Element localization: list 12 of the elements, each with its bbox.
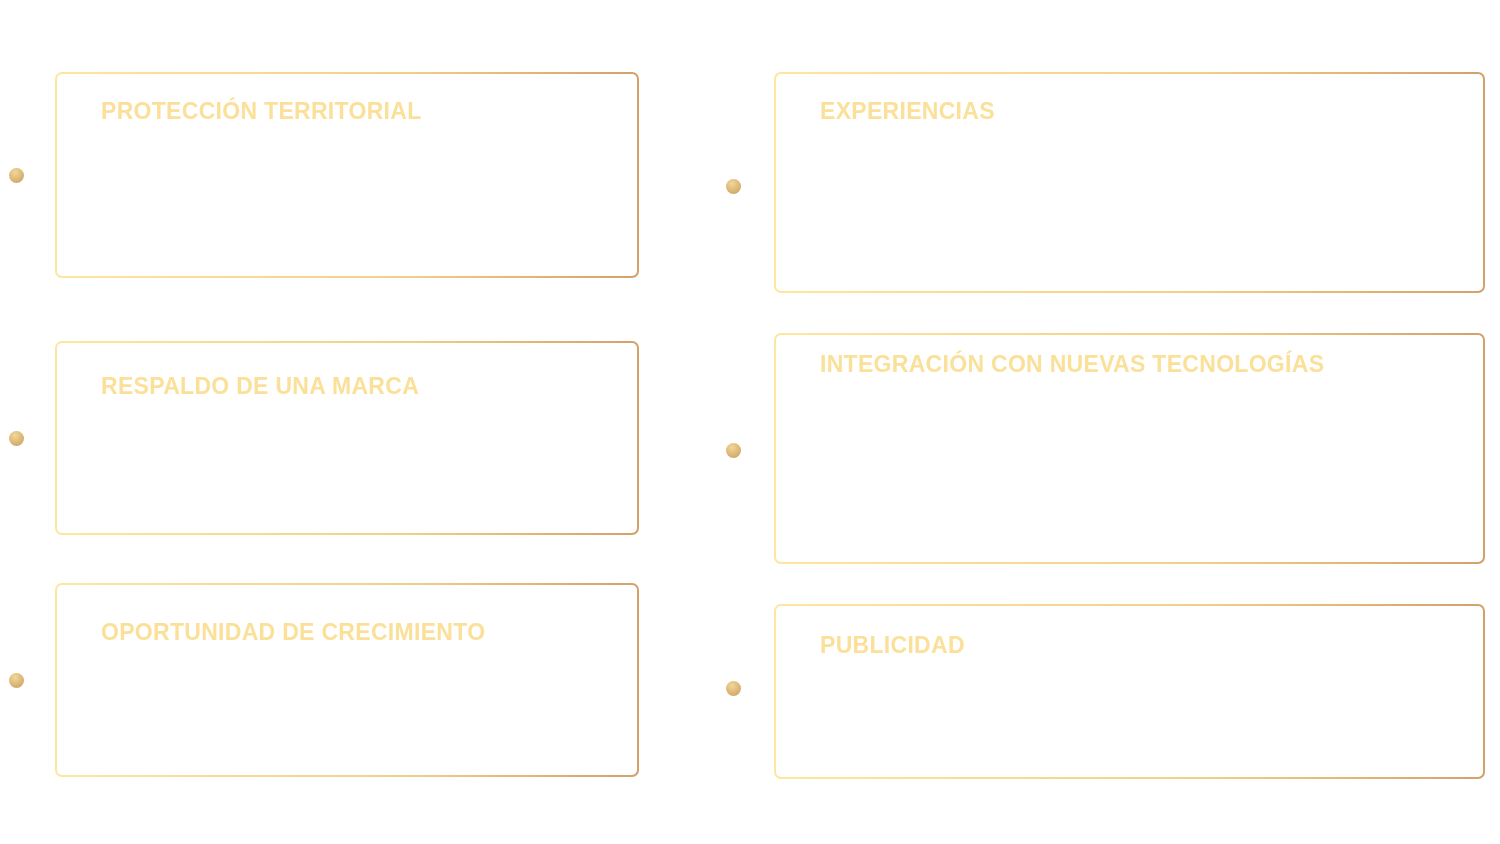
card-box <box>774 604 1485 779</box>
card-box <box>774 72 1485 293</box>
card-box <box>55 341 639 535</box>
card-box <box>55 72 639 278</box>
card-heading: RESPALDO DE UNA MARCA <box>101 373 420 400</box>
card-box <box>55 583 639 777</box>
card-heading: EXPERIENCIAS <box>820 98 995 125</box>
card-heading: PUBLICIDAD <box>820 632 965 659</box>
card-box <box>774 333 1485 564</box>
card-heading: OPORTUNIDAD DE CRECIMIENTO <box>101 619 486 646</box>
card-heading: INTEGRACIÓN CON NUEVAS TECNOLOGÍAS <box>820 351 1325 378</box>
card-heading: PROTECCIÓN TERRITORIAL <box>101 98 422 125</box>
